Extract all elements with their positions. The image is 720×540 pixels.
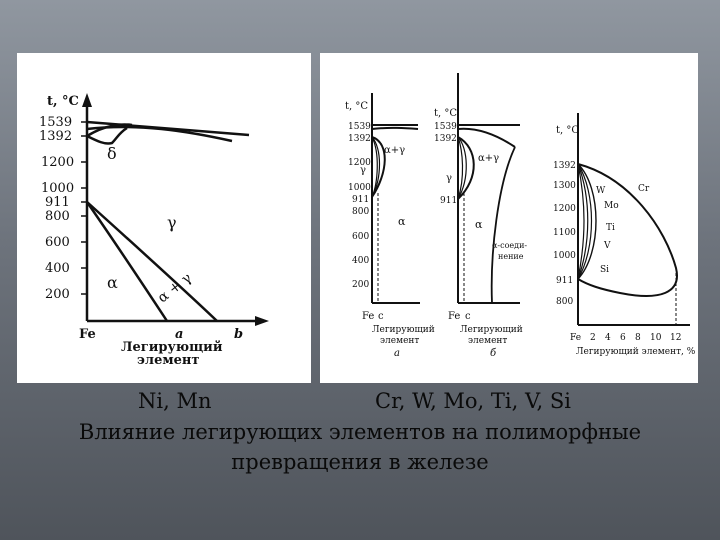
- curve-label-mo: Mo: [604, 201, 619, 211]
- y-tick: 911: [45, 195, 70, 210]
- x-origin-label: Fe: [79, 327, 96, 342]
- phase-alpha-gamma-label: α + γ: [155, 270, 195, 306]
- diagram-a-y-label: t, °C: [345, 101, 368, 112]
- y-tick: 1200: [348, 158, 371, 168]
- curve-label-ti: Ti: [606, 223, 615, 233]
- y-tick: 1000: [553, 251, 576, 261]
- y-tick: 1392: [434, 134, 457, 144]
- y-tick: 1300: [553, 181, 576, 191]
- delta-boundary-upper: [86, 123, 133, 138]
- x-tick: 2: [590, 333, 596, 343]
- y-tick: 1392: [553, 161, 576, 171]
- y-tick: 400: [45, 261, 70, 276]
- phase-alpha-label: α: [107, 273, 118, 292]
- diagram-a-x-origin: Fe: [362, 311, 374, 322]
- y-tick: 1100: [553, 228, 576, 238]
- y-tick: 1539: [434, 122, 457, 132]
- y-tick: 911: [556, 276, 573, 286]
- x-mark-a: a: [175, 327, 183, 342]
- right-phase-diagrams: t, °C 1539 1392 1200 1000 911 800 600 40…: [345, 73, 696, 359]
- delta-boundary-lower: [86, 126, 128, 145]
- y-tick: 1539: [348, 122, 371, 132]
- caption-elements-left: Ni, Mn: [138, 389, 212, 413]
- diagram-b-compound-2: нение: [498, 252, 524, 261]
- y-tick: 1539: [39, 115, 72, 130]
- diagram-a-x-label-1: Легирующий: [372, 325, 435, 335]
- diagram-c-x-label: Легирующий элемент, %: [576, 347, 696, 357]
- solidus-line: [86, 125, 233, 143]
- diagram-b-x-label-2: элемент: [468, 336, 507, 346]
- y-tick: 1200: [41, 155, 74, 170]
- caption-element-groups: Ni, Mn Cr, W, Mo, Ti, V, Si: [0, 388, 720, 416]
- diagram-a-gamma: γ: [360, 165, 366, 176]
- left-diagram-panel: t, °C 1539 1392 1200 1000 911 800 600 40…: [17, 53, 311, 383]
- diagram-a: t, °C 1539 1392 1200 1000 911 800 600 40…: [345, 93, 435, 359]
- x-axis-label-1: Легирующий: [121, 340, 223, 355]
- diagram-a-x-mark: c: [378, 311, 384, 322]
- y-tick: 800: [556, 297, 573, 307]
- y-tick: 1000: [41, 181, 74, 196]
- diagram-a-x-label-2: элемент: [380, 336, 419, 346]
- diagram-c-y-label: t, °C: [556, 125, 579, 136]
- diagram-c: t, °C 1392 1300 1200 1100 1000 911 800 W: [553, 113, 696, 357]
- right-diagrams-panel: t, °C 1539 1392 1200 1000 911 800 600 40…: [320, 53, 698, 383]
- diagram-a-alpha: α: [398, 215, 406, 228]
- diagram-b-x-label-1: Легирующий: [460, 325, 523, 335]
- diagram-b-sub-label: б: [490, 348, 497, 359]
- curve-label-v: V: [603, 241, 611, 251]
- diagram-b-y-label: t, °C: [434, 108, 457, 119]
- curve-label-w: W: [596, 186, 606, 196]
- y-tick: 800: [45, 209, 70, 224]
- diagram-b-x-origin: Fe: [448, 311, 460, 322]
- gamma-boundary-line-a: [85, 201, 169, 322]
- diagram-b-compound-1: α-соеди-: [492, 241, 527, 250]
- y-axis-arrow: [82, 93, 92, 107]
- y-axis-label: t, °C: [47, 94, 79, 109]
- phase-gamma-label: γ: [167, 213, 177, 232]
- y-tick: 911: [440, 196, 457, 206]
- diagram-a-alpha-gamma: α+γ: [384, 145, 405, 156]
- caption-elements-right: Cr, W, Mo, Ti, V, Si: [375, 389, 571, 413]
- caption-line-1: Влияние легирующих элементов на полиморф…: [78, 420, 642, 444]
- x-axis-label-2: элемент: [137, 353, 200, 368]
- diagram-b-x-mark: c: [465, 311, 471, 322]
- curve-label-si: Si: [600, 265, 609, 275]
- y-tick: 1392: [39, 129, 72, 144]
- y-tick: 600: [45, 235, 70, 250]
- y-tick: 200: [352, 280, 369, 290]
- diagram-b-alpha: α: [475, 218, 483, 231]
- diagram-b-gamma: γ: [446, 173, 452, 184]
- diagram-b-alpha-gamma: α+γ: [478, 153, 499, 164]
- caption-line-2: превращения в железе: [231, 450, 489, 474]
- x-tick: 10: [650, 333, 662, 343]
- x-tick: 4: [605, 333, 611, 343]
- x-tick: 12: [670, 333, 681, 343]
- left-phase-diagram: t, °C 1539 1392 1200 1000 911 800 600 40…: [39, 93, 269, 368]
- x-tick: 6: [620, 333, 626, 343]
- x-mark-b: b: [234, 327, 243, 342]
- diagram-a-sub-label: а: [394, 348, 400, 359]
- y-tick: 1000: [348, 183, 371, 193]
- y-tick: 800: [352, 207, 369, 217]
- diagram-b: t, °C 1539 1392 911 α+γ γ α α-соеди- нен…: [434, 73, 527, 359]
- gamma-boundary-line-b: [86, 201, 218, 322]
- y-tick: 400: [352, 256, 369, 266]
- curve-label-cr: Cr: [638, 184, 650, 194]
- x-axis-arrow: [255, 316, 269, 326]
- y-tick: 600: [352, 232, 369, 242]
- y-tick: 1392: [348, 134, 371, 144]
- x-tick: Fe: [570, 333, 581, 343]
- phase-delta-label: δ: [107, 144, 117, 163]
- y-tick: 911: [352, 195, 369, 205]
- y-tick: 1200: [553, 204, 576, 214]
- y-tick: 200: [45, 287, 70, 302]
- x-tick: 8: [635, 333, 641, 343]
